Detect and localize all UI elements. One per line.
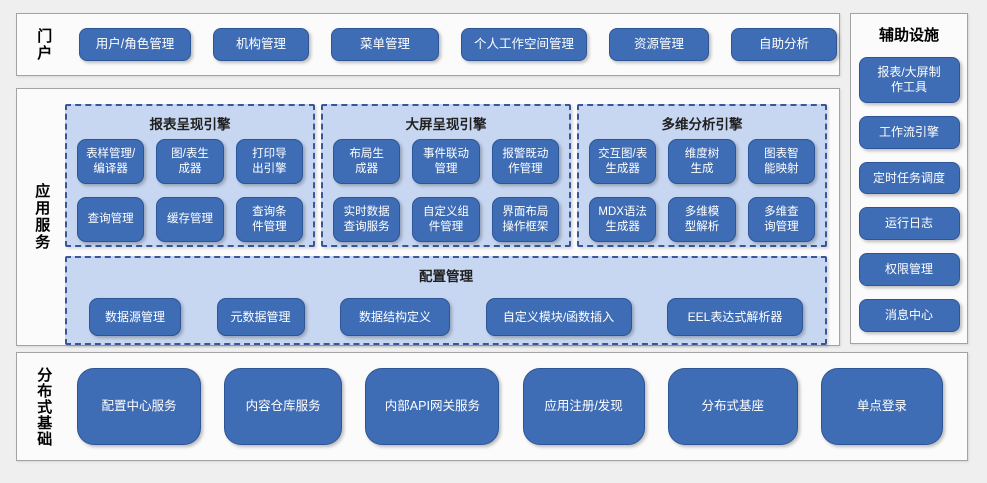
block-print-export-engine: 打印导 出引擎 bbox=[235, 139, 303, 184]
block-menu-mgmt: 菜单管理 bbox=[331, 28, 439, 61]
block-ui-layout-framework: 界面布局 操作框架 bbox=[491, 197, 559, 242]
block-personal-workspace-mgmt: 个人工作空间管理 bbox=[461, 28, 587, 61]
block-eel-expression-parser: EEL表达式解析器 bbox=[667, 298, 803, 336]
dashboard-engine-title: 大屏呈现引擎 bbox=[405, 117, 487, 132]
block-custom-component-mgmt: 自定义组 件管理 bbox=[412, 197, 480, 242]
block-distributed-base: 分布式基座 bbox=[667, 368, 798, 445]
config-mgmt-panel: 配置管理 数据源管理 元数据管理 数据结构定义 自定义模块/函数插入 EEL表达… bbox=[65, 256, 827, 345]
block-content-repo-service: 内容仓库服务 bbox=[224, 368, 343, 445]
block-multidim-query-mgmt: 多维查 询管理 bbox=[747, 197, 815, 242]
portal-buttons-row: 用户/角色管理 机构管理 菜单管理 个人工作空间管理 资源管理 自助分析 bbox=[79, 28, 837, 61]
block-self-service-analysis: 自助分析 bbox=[731, 28, 837, 61]
block-permission-mgmt: 权限管理 bbox=[858, 253, 960, 286]
app-services-panels: 报表呈现引擎 表样管理/ 编译器 图/表生 成器 打印导 出引擎 查询管理 缓存… bbox=[65, 89, 839, 345]
auxiliary-facilities-section: 辅助设施 报表/大屏制 作工具 工作流引擎 定时任务调度 运行日志 权限管理 消… bbox=[850, 13, 968, 344]
block-query-condition-mgmt: 查询条 件管理 bbox=[235, 197, 303, 242]
block-internal-api-gateway-service: 内部API网关服务 bbox=[365, 368, 500, 445]
block-realtime-data-query-service: 实时数据 查询服务 bbox=[333, 197, 401, 242]
report-engine-panel: 报表呈现引擎 表样管理/ 编译器 图/表生 成器 打印导 出引擎 查询管理 缓存… bbox=[65, 104, 315, 247]
block-metadata-mgmt: 元数据管理 bbox=[216, 298, 305, 336]
portal-label-wrap: 门户 bbox=[23, 28, 63, 62]
block-alarm-action-mgmt: 报警既动 作管理 bbox=[491, 139, 559, 184]
app-services-section: 应用服务 报表呈现引擎 表样管理/ 编译器 图/表生 成器 打印导 出引擎 查询… bbox=[16, 88, 840, 346]
auxiliary-facilities-column: 报表/大屏制 作工具 工作流引擎 定时任务调度 运行日志 权限管理 消息中心 bbox=[851, 57, 967, 332]
block-report-style-mgmt-compiler: 表样管理/ 编译器 bbox=[77, 139, 145, 184]
block-datasource-mgmt: 数据源管理 bbox=[89, 298, 181, 336]
olap-engine-panel: 多维分析引擎 交互图/表 生成器 维度树 生成 图表智 能映射 MDX语法 生成… bbox=[577, 104, 827, 247]
block-single-sign-on: 单点登录 bbox=[820, 368, 943, 445]
block-resource-mgmt: 资源管理 bbox=[609, 28, 709, 61]
block-multidim-model-parsing: 多维模 型解析 bbox=[668, 197, 736, 242]
block-run-logs: 运行日志 bbox=[858, 207, 960, 240]
block-query-mgmt: 查询管理 bbox=[77, 197, 145, 242]
block-message-center: 消息中心 bbox=[858, 299, 960, 332]
distributed-base-section-label: 分布式基础 bbox=[35, 366, 53, 447]
dashboard-engine-grid: 布局生 成器 事件联动 管理 报警既动 作管理 实时数据 查询服务 自定义组 件… bbox=[333, 139, 559, 242]
portal-section: 门户 用户/角色管理 机构管理 菜单管理 个人工作空间管理 资源管理 自助分析 bbox=[16, 13, 840, 76]
block-org-mgmt: 机构管理 bbox=[213, 28, 309, 61]
block-app-register-discovery: 应用注册/发现 bbox=[522, 368, 645, 445]
block-chart-table-generator: 图/表生 成器 bbox=[156, 139, 224, 184]
block-data-structure-definition: 数据结构定义 bbox=[340, 298, 450, 336]
distributed-base-label-wrap: 分布式基础 bbox=[21, 367, 65, 447]
distributed-base-row: 配置中心服务 内容仓库服务 内部API网关服务 应用注册/发现 分布式基座 单点… bbox=[65, 368, 967, 445]
report-engine-title: 报表呈现引擎 bbox=[149, 117, 231, 132]
block-layout-generator: 布局生 成器 bbox=[333, 139, 401, 184]
block-config-center-service: 配置中心服务 bbox=[77, 368, 201, 445]
block-chart-smart-mapping: 图表智 能映射 bbox=[747, 139, 815, 184]
portal-section-label: 门户 bbox=[35, 27, 53, 62]
app-services-section-label: 应用服务 bbox=[33, 183, 51, 251]
block-mdx-syntax-generator: MDX语法 生成器 bbox=[589, 197, 657, 242]
config-mgmt-title: 配置管理 bbox=[419, 269, 473, 284]
engine-panels-row: 报表呈现引擎 表样管理/ 编译器 图/表生 成器 打印导 出引擎 查询管理 缓存… bbox=[65, 104, 839, 247]
block-dimension-tree-generator: 维度树 生成 bbox=[668, 139, 736, 184]
auxiliary-facilities-title: 辅助设施 bbox=[878, 27, 939, 44]
olap-engine-grid: 交互图/表 生成器 维度树 生成 图表智 能映射 MDX语法 生成器 多维模 型… bbox=[589, 139, 815, 242]
block-custom-module-function-insert: 自定义模块/函数插入 bbox=[485, 298, 632, 336]
report-engine-grid: 表样管理/ 编译器 图/表生 成器 打印导 出引擎 查询管理 缓存管理 查询条 … bbox=[77, 139, 303, 242]
app-services-label-wrap: 应用服务 bbox=[17, 89, 65, 345]
block-report-dashboard-authoring-tool: 报表/大屏制 作工具 bbox=[858, 57, 960, 103]
block-interactive-chart-generator: 交互图/表 生成器 bbox=[589, 139, 657, 184]
block-user-role-mgmt: 用户/角色管理 bbox=[79, 28, 191, 61]
block-workflow-engine: 工作流引擎 bbox=[858, 116, 960, 149]
block-scheduled-task-dispatch: 定时任务调度 bbox=[858, 162, 960, 194]
dashboard-engine-panel: 大屏呈现引擎 布局生 成器 事件联动 管理 报警既动 作管理 实时数据 查询服务… bbox=[321, 104, 571, 247]
block-cache-mgmt: 缓存管理 bbox=[156, 197, 224, 242]
block-event-linkage-mgmt: 事件联动 管理 bbox=[412, 139, 480, 184]
olap-engine-title: 多维分析引擎 bbox=[661, 117, 743, 132]
config-mgmt-row: 数据源管理 元数据管理 数据结构定义 自定义模块/函数插入 EEL表达式解析器 bbox=[79, 298, 813, 336]
distributed-base-section: 分布式基础 配置中心服务 内容仓库服务 内部API网关服务 应用注册/发现 分布… bbox=[16, 352, 968, 461]
